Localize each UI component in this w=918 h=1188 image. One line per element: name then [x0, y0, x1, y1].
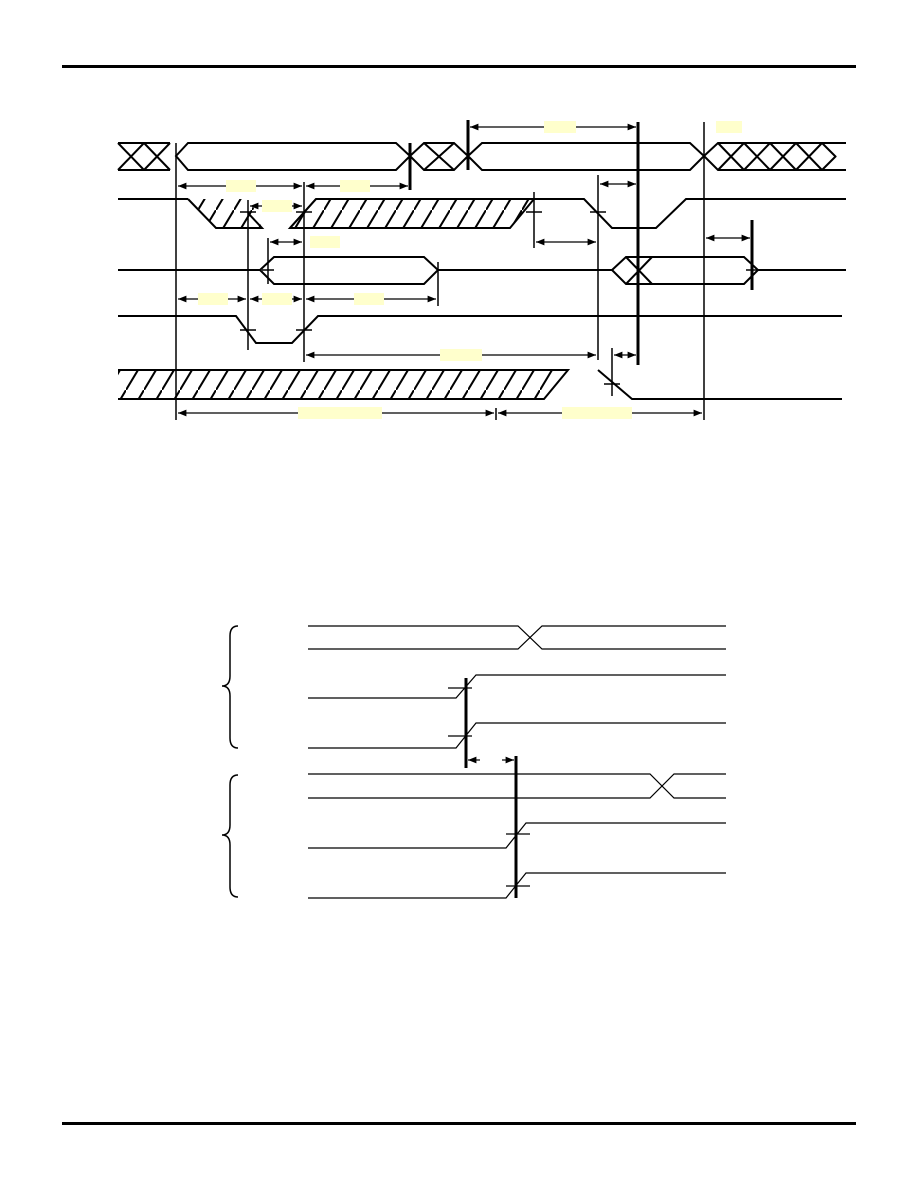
timing-diagram [117, 120, 846, 420]
param-label-box [340, 180, 370, 192]
param-label-box [440, 349, 482, 361]
pulse-waveform [118, 315, 842, 344]
header-rule [62, 65, 856, 68]
param-label-box [262, 293, 292, 305]
parameter-label-boxes [198, 121, 742, 419]
group2-waveforms [308, 773, 726, 899]
status-waveform [118, 369, 842, 400]
group-braces [221, 625, 239, 898]
strobe-waveform [118, 198, 846, 229]
param-label-box [298, 407, 382, 419]
param-label-box [226, 180, 256, 192]
param-label-box [310, 236, 340, 248]
param-label-box [562, 407, 632, 419]
group1-waveforms [308, 625, 726, 749]
footer-rule [62, 1122, 856, 1125]
param-label-box [354, 293, 384, 305]
transition-ticks [240, 211, 758, 385]
reference-lines [175, 120, 754, 420]
param-label-box [262, 200, 292, 212]
data-bus-waveform [118, 256, 846, 285]
param-label-box [198, 293, 228, 305]
param-label-box [716, 121, 742, 133]
address-bus-waveform [117, 142, 846, 171]
param-label-box [544, 121, 576, 133]
